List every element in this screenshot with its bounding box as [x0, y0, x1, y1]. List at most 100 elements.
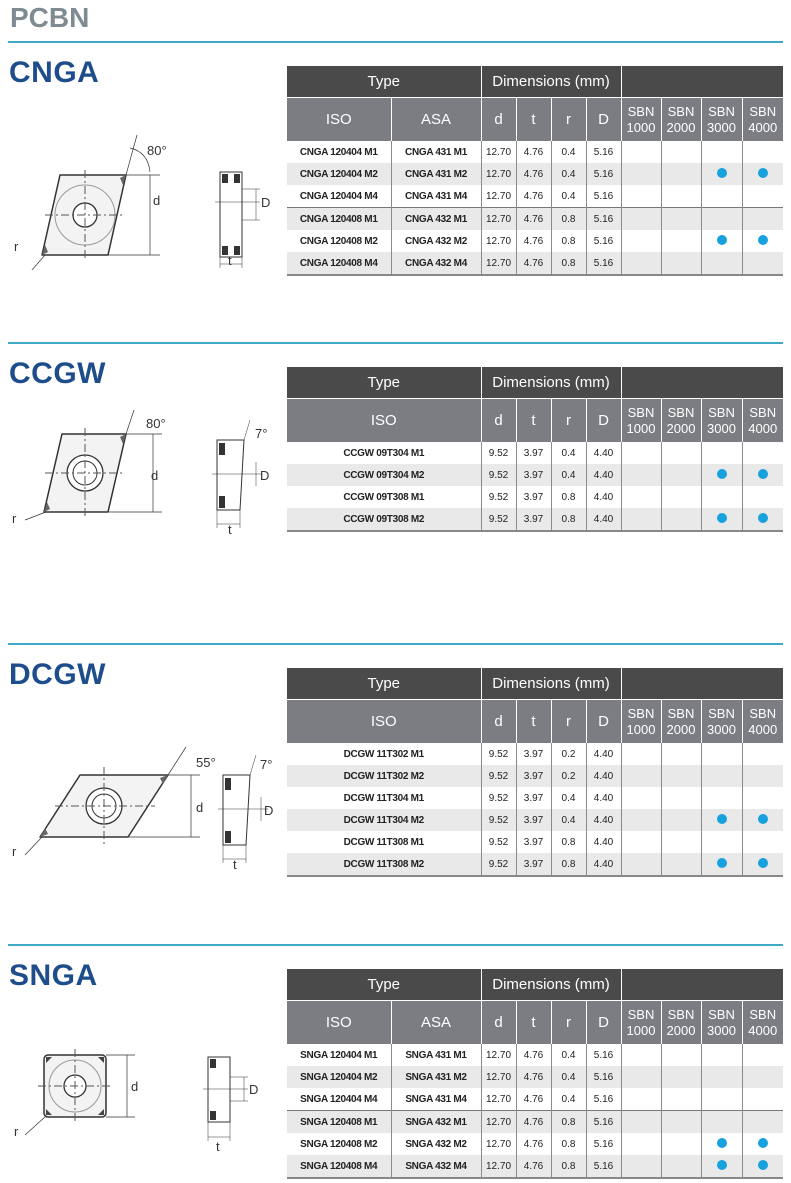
dim-t: 3.97 [516, 831, 552, 853]
grade-header: SBN 1000 [621, 1000, 662, 1044]
iso-code: CNGA 120408 M2 [287, 230, 392, 252]
grade-cell [742, 252, 784, 276]
dim-t: 3.97 [516, 809, 552, 831]
grade-header: SBN 4000 [742, 1000, 784, 1044]
divider [8, 342, 783, 344]
dim-r: 0.8 [551, 207, 587, 230]
grade-cell [701, 464, 743, 486]
asa-code: SNGA 432 M4 [391, 1155, 482, 1179]
grade-cell [661, 1155, 702, 1179]
section-title-ccgw: CCGW [9, 357, 106, 390]
grade-cell [742, 207, 784, 230]
iso-code: DCGW 11T308 M1 [287, 831, 482, 853]
grades-header [621, 367, 784, 399]
grade-cell [661, 853, 702, 877]
dim-header-D: D [586, 1000, 622, 1044]
ccgw-insert-drawing: 80° d r 7° D t [0, 409, 285, 540]
dcgw-insert-drawing: 55° d r 7° D t [0, 745, 285, 875]
angle-label: 80° [146, 416, 166, 431]
dim-r: 0.4 [551, 163, 587, 185]
grade-cell [621, 1088, 662, 1111]
dim-header-r: r [551, 699, 587, 743]
grade-cell [701, 207, 743, 230]
grade-cell [661, 486, 702, 508]
relief-angle-label: 7° [255, 426, 267, 441]
grade-cell [742, 765, 784, 787]
grade-cell [742, 1066, 784, 1088]
dim-r: 0.4 [551, 1066, 587, 1088]
grade-cell [742, 1133, 783, 1155]
availability-dot-icon [716, 857, 727, 868]
dim-r: 0.4 [551, 141, 587, 163]
dim-t: 4.76 [516, 1044, 552, 1066]
D-label: D [264, 803, 273, 818]
grade-cell [661, 508, 702, 532]
grade-cell [661, 809, 702, 831]
type-header: Type [287, 66, 482, 98]
grade-cell [701, 508, 743, 532]
iso-code: CNGA 120404 M4 [287, 185, 392, 208]
dim-D: 4.40 [586, 464, 622, 486]
dim-r: 0.4 [551, 1044, 587, 1066]
grade-cell [701, 141, 743, 163]
grade-cell [661, 1044, 702, 1066]
dim-t: 3.97 [516, 787, 552, 809]
grade-cell [661, 1133, 702, 1155]
t-label: t [216, 1139, 220, 1154]
dimensions-header: Dimensions (mm) [481, 668, 622, 700]
dim-t: 4.76 [516, 185, 552, 208]
grade-cell [621, 185, 662, 208]
grade-cell [742, 141, 783, 163]
availability-dot-icon [757, 167, 768, 178]
dim-D: 5.16 [586, 163, 622, 185]
asa-code: CNGA 431 M1 [391, 141, 482, 163]
iso-code: SNGA 120404 M2 [287, 1066, 392, 1088]
grade-header: SBN 1000 [621, 97, 662, 141]
dim-d: 9.52 [481, 486, 517, 508]
grade-header: SBN 3000 [701, 699, 743, 743]
dim-d: 9.52 [481, 853, 517, 877]
grade-cell [621, 1110, 662, 1133]
asa-header: ASA [391, 1000, 482, 1044]
grade-cell [661, 787, 702, 809]
grades-header [621, 668, 784, 700]
iso-code: SNGA 120408 M2 [287, 1133, 392, 1155]
dim-t: 4.76 [516, 141, 552, 163]
dim-t: 3.97 [516, 508, 552, 532]
grade-header: SBN 2000 [661, 699, 702, 743]
availability-dot-icon [716, 813, 727, 824]
grade-cell [661, 831, 702, 853]
t-label: t [233, 857, 237, 870]
divider [8, 944, 783, 946]
dim-d: 12.70 [481, 1110, 517, 1133]
dim-r: 0.4 [551, 809, 587, 831]
dim-r: 0.8 [551, 1110, 587, 1133]
iso-code: CNGA 120408 M1 [287, 207, 392, 230]
dim-t: 4.76 [516, 207, 552, 230]
grade-cell [621, 486, 662, 508]
angle-label: 55° [196, 755, 216, 770]
dim-D: 4.40 [586, 743, 622, 765]
grade-cell [661, 185, 702, 208]
dim-D: 5.16 [586, 1088, 622, 1111]
grade-cell [661, 252, 702, 276]
grade-cell [742, 853, 784, 877]
availability-dot-icon [716, 234, 727, 245]
grade-cell [621, 508, 662, 532]
r-label: r [12, 511, 17, 526]
grade-cell [621, 743, 662, 765]
grade-cell [621, 252, 662, 276]
availability-dot-icon [716, 1137, 727, 1148]
dim-header-t: t [516, 97, 552, 141]
